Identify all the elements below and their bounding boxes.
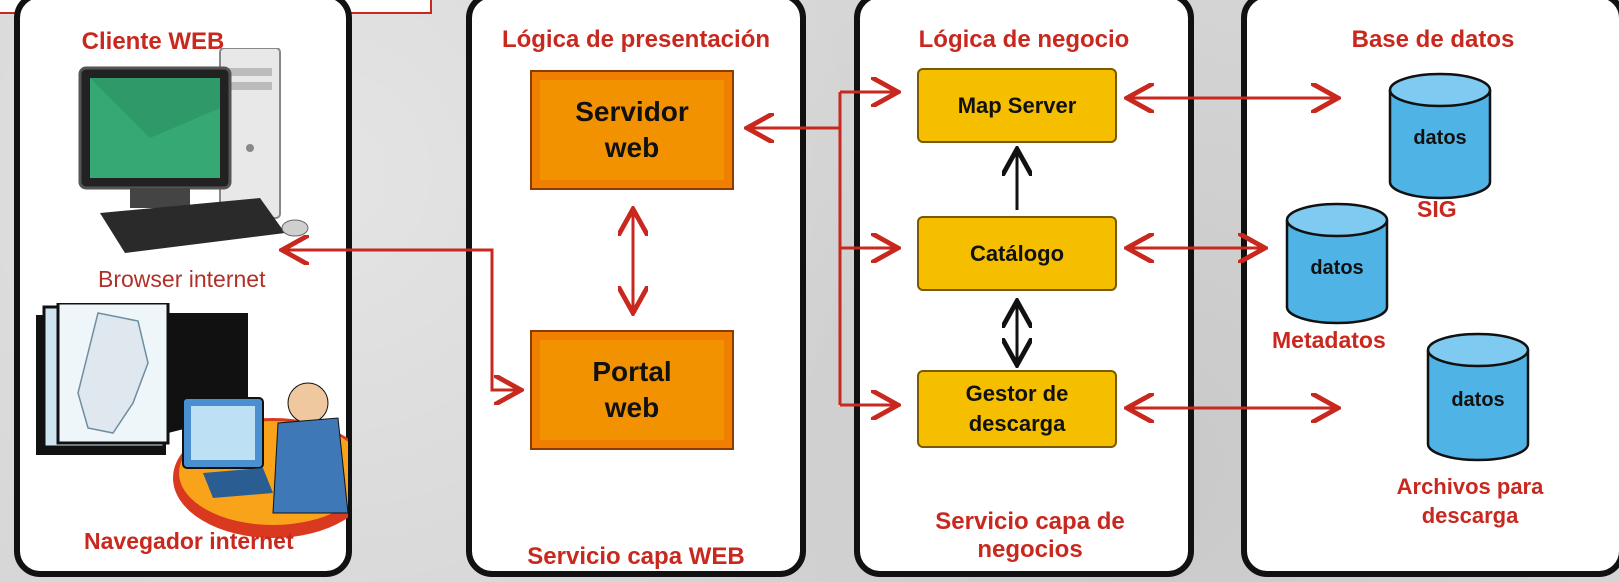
business-title: Lógica de negocio — [918, 26, 1130, 53]
web-server-label: Servidor web — [540, 80, 724, 180]
navigator-label: Navegador internet — [84, 528, 294, 554]
web-server-box[interactable]: Servidor web — [530, 70, 734, 190]
business-footer: Servicio capa de negocios — [935, 508, 1125, 563]
database-title: Base de datos — [1351, 26, 1515, 53]
presentation-footer: Servicio capa WEB — [527, 543, 745, 570]
metadata-caption: Metadatos — [1272, 327, 1386, 353]
web-portal-box[interactable]: Portal web — [530, 330, 734, 450]
metadata-database-icon: datos — [1285, 202, 1389, 325]
catalog-box[interactable]: Catálogo — [917, 216, 1117, 291]
download-manager-box[interactable]: Gestor de descarga — [917, 370, 1117, 448]
sig-database-icon: datos — [1388, 72, 1492, 200]
metadata-database-label: datos — [1310, 257, 1363, 279]
map-server-box[interactable]: Map Server — [917, 68, 1117, 143]
presentation-title: Lógica de presentación — [501, 26, 771, 53]
download-files-caption: Archivos para descarga — [1396, 474, 1544, 528]
client-title: Cliente WEB — [81, 28, 225, 55]
desktop-computer-icon — [78, 48, 309, 253]
web-portal-label: Portal web — [540, 340, 724, 440]
browser-label: Browser internet — [98, 266, 266, 292]
download-files-database-icon: datos — [1426, 332, 1530, 462]
download-files-database-label: datos — [1451, 389, 1504, 411]
sig-caption: SIG — [1417, 196, 1457, 222]
user-with-map-illustration — [36, 303, 348, 538]
client-panel: Cliente WEB Browser internet Navegador i… — [14, 0, 352, 577]
sig-database-label: datos — [1413, 127, 1466, 149]
